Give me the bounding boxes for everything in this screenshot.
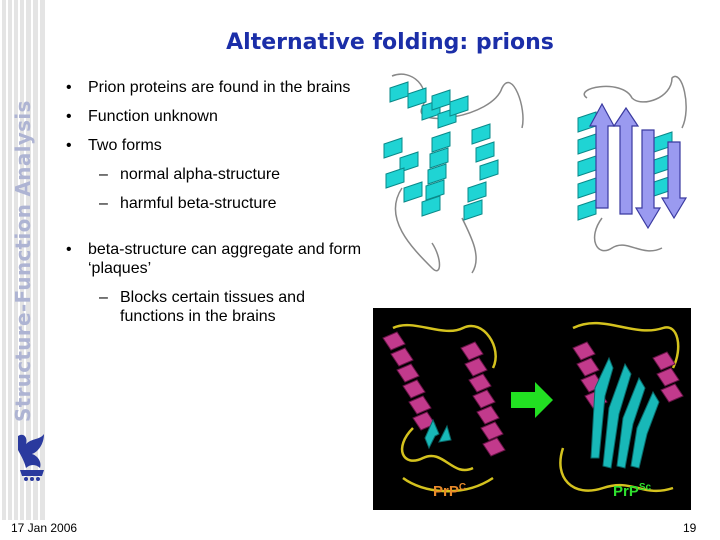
- prion-conversion-art: [382, 321, 684, 493]
- prpsc-label: PrPSc: [613, 482, 652, 500]
- university-logo-icon: [18, 434, 44, 481]
- bullet-item: •Prion proteins are found in the brains: [66, 79, 351, 96]
- bullet-item: •Two forms: [66, 137, 162, 154]
- prion-conversion-image: PrPC PrPSc: [373, 308, 691, 510]
- bullet-text: Two forms: [88, 137, 162, 154]
- beta-structure-ribbon: [577, 75, 688, 252]
- side-title: Structure-Function Analysis: [11, 100, 35, 422]
- bullet-item: •Function unknown: [66, 108, 218, 125]
- prpc-label: PrPC: [433, 482, 467, 500]
- footer-date: 17 Jan 2006: [11, 521, 78, 535]
- side-stripe-band: [0, 0, 48, 520]
- sub-bullet-item: –Blocks certain tissues and functions in…: [99, 289, 305, 325]
- bullet-list: •Prion proteins are found in the brains …: [62, 78, 362, 336]
- page-number: 19: [683, 521, 697, 535]
- slide-title: Alternative folding: prions: [226, 30, 554, 55]
- alpha-structure-ribbon: [383, 73, 524, 274]
- bullet-text: beta-structure can aggregate and form ‘p…: [88, 241, 362, 277]
- sub-bullet-item: –normal alpha-structure: [99, 166, 281, 183]
- sub-bullet-text: normal alpha-structure: [120, 166, 281, 183]
- sub-bullet-item: –harmful beta-structure: [99, 195, 277, 212]
- bullet-text: Prion proteins are found in the brains: [88, 79, 351, 96]
- bullet-text: Function unknown: [88, 108, 218, 125]
- sub-bullet-text: harmful beta-structure: [120, 195, 277, 212]
- bullet-item: •beta-structure can aggregate and form ‘…: [66, 241, 362, 277]
- prion-structure-diagram: [383, 73, 688, 274]
- sub-bullet-text: Blocks certain tissues and functions in …: [120, 289, 305, 325]
